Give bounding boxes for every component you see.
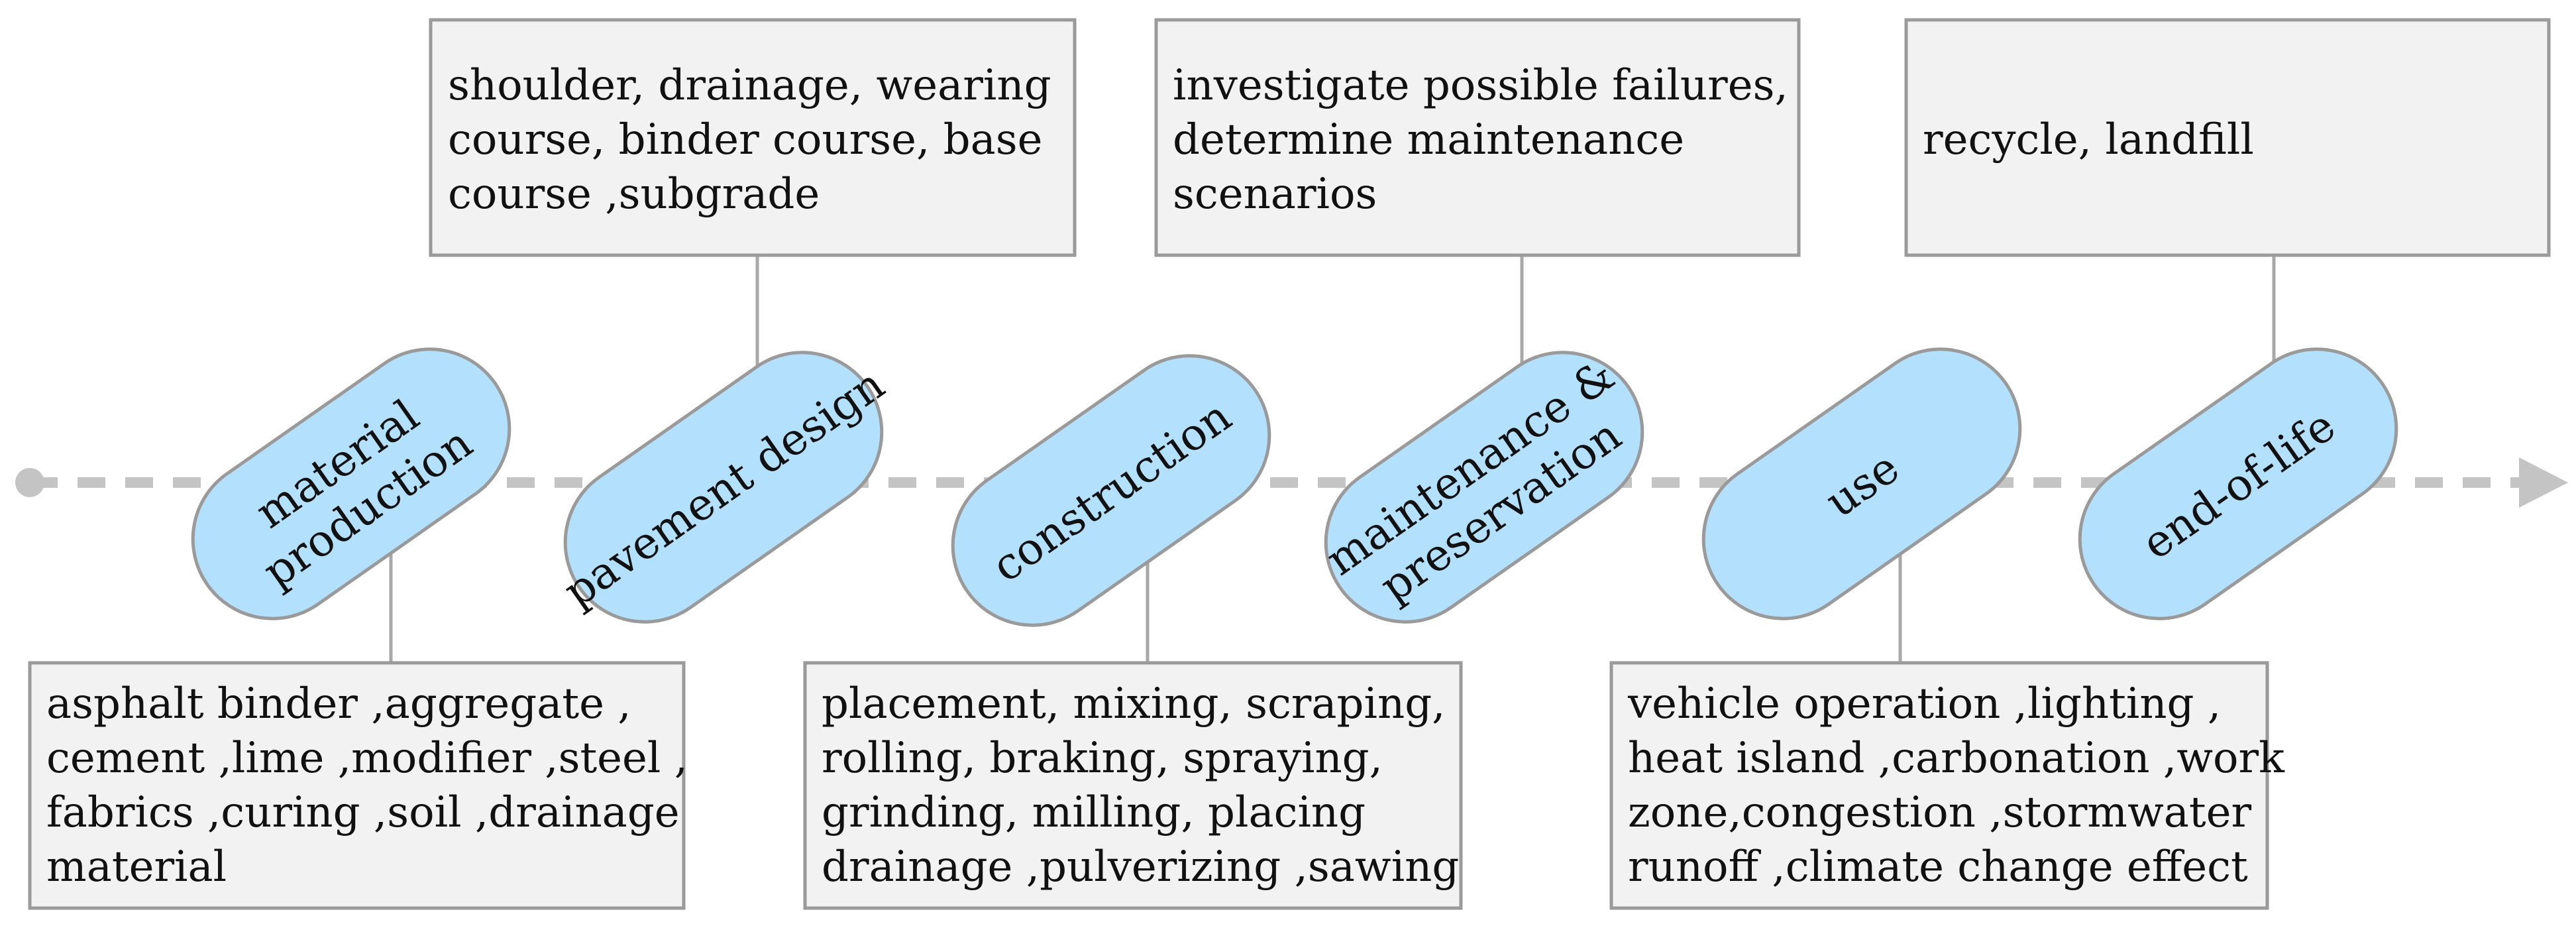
stage-pill-material-production: material production	[191, 347, 511, 620]
box-text-line: asphalt binder ,aggregate ,	[46, 679, 631, 728]
box-text-line: drainage ,pulverizing ,sawing	[822, 842, 1459, 892]
top-box-end-of-life: recycle, landfill	[1904, 18, 2551, 257]
bottom-box-material-production: asphalt binder ,aggregate , cement ,lime…	[28, 661, 688, 910]
box-text-line: rolling, braking, spraying,	[822, 734, 1383, 783]
stage-pill-maintenance-preservation: maintenance & preservation	[1317, 349, 1644, 624]
box-text-line: course ,subgrade	[448, 170, 820, 219]
box-text-line: shoulder, drainage, wearing	[448, 61, 1051, 110]
timeline-arrowhead	[2519, 457, 2568, 508]
box-text-line: determine maintenance	[1173, 115, 1684, 164]
box-text-line: zone,congestion ,stormwater	[1628, 788, 2252, 837]
stage-pill-use: use	[1701, 347, 2022, 620]
box-text-line: course, binder course, base	[448, 115, 1042, 164]
box-text-line: vehicle operation ,lighting ,	[1627, 679, 2221, 728]
box-text-line: scenarios	[1173, 170, 1377, 219]
top-box-maintenance-preservation: investigate possible failures, determine…	[1154, 18, 1801, 257]
bottom-box-use: vehicle operation ,lighting , heat islan…	[1609, 661, 2285, 910]
box-text-line: grinding, milling, placing	[822, 788, 1366, 837]
box-text-line: runoff ,climate change effect	[1628, 842, 2248, 892]
box-text-line: material	[46, 842, 227, 892]
stage-pill-construction: construction	[951, 354, 1271, 627]
box-text-line: investigate possible failures,	[1173, 61, 1788, 110]
box-text-line: recycle, landfill	[1923, 115, 2254, 164]
top-box-pavement-design: shoulder, drainage, wearing course, bind…	[429, 18, 1077, 257]
bottom-box-construction: placement, mixing, scraping, rolling, br…	[803, 661, 1463, 910]
box-text-line: placement, mixing, scraping,	[822, 679, 1446, 728]
timeline-start-dot	[15, 468, 44, 497]
stage-pill-end-of-life: end-of-life	[2078, 347, 2398, 620]
box-text-line: heat island ,carbonation ,work	[1628, 734, 2285, 783]
box-text-line: fabrics ,curing ,soil ,drainage	[46, 788, 680, 837]
box-text-line: cement ,lime ,modifier ,steel ,	[46, 734, 688, 783]
